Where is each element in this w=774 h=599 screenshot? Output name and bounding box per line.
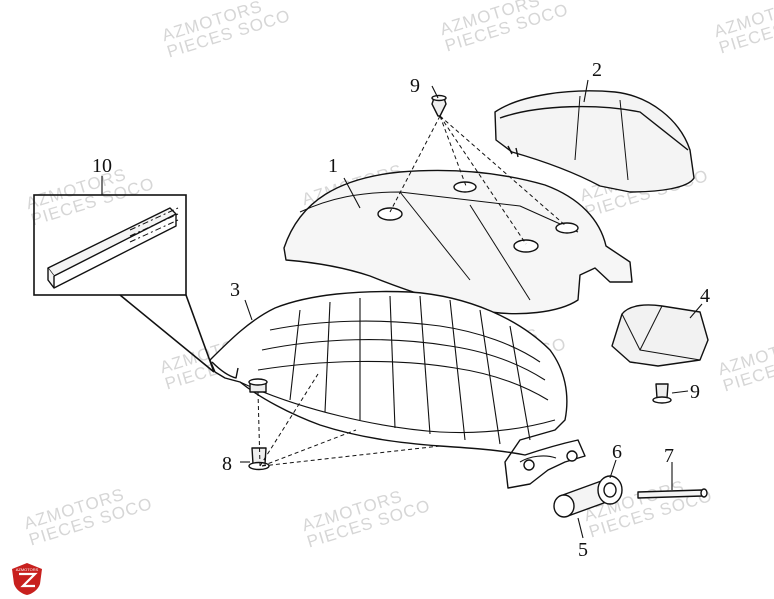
callout-labels: 1 2 3 4 5 6 7 8 9 9 10 xyxy=(92,59,710,561)
callout-9-lower: 9 xyxy=(690,381,700,403)
logo-text: AZMOTORS xyxy=(16,567,39,572)
callout-1: 1 xyxy=(328,155,338,177)
part-9-pin-upper xyxy=(431,94,447,117)
callout-9-upper: 9 xyxy=(410,75,420,97)
callout-2: 2 xyxy=(592,59,602,81)
part-9-pin-lower xyxy=(652,383,672,404)
part-2-seat-pad xyxy=(494,90,695,193)
part-1-seat-cover xyxy=(283,169,633,315)
part-8-pin-lower xyxy=(248,447,270,471)
part-10-detail-box xyxy=(33,194,215,373)
callout-6: 6 xyxy=(612,441,622,463)
part-3-seat-base xyxy=(209,290,586,489)
callout-5: 5 xyxy=(578,539,588,561)
part-6-bushing xyxy=(553,475,623,518)
part-4-bracket xyxy=(611,304,709,367)
callout-7: 7 xyxy=(664,445,674,467)
leader-lines xyxy=(101,79,703,539)
part-8-pin-upper xyxy=(248,378,268,393)
callout-10: 10 xyxy=(92,155,112,177)
brand-logo: AZMOTORS xyxy=(12,563,42,595)
part-7-long-pin xyxy=(637,488,708,499)
callout-3: 3 xyxy=(230,279,240,301)
assembly-lines xyxy=(257,115,567,467)
callout-4: 4 xyxy=(700,285,710,307)
part-10-edge-trim xyxy=(47,207,179,289)
callout-8: 8 xyxy=(222,453,232,475)
